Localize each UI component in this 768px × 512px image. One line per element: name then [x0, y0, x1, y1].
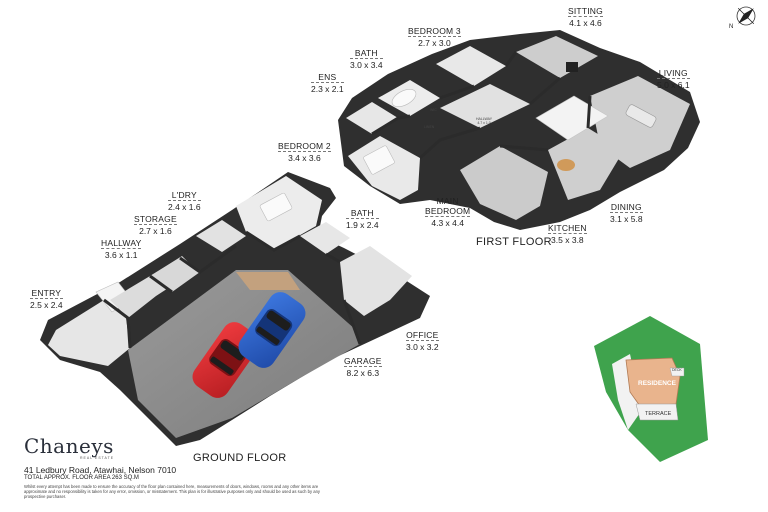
main-bedroom-bed — [363, 145, 395, 175]
label-wic: WIC — [430, 108, 437, 112]
label-kitchen: KITCHEN 3.5 x 3.8 — [548, 223, 587, 245]
total-floor-area: TOTAL APPROX. FLOOR AREA 263 SQ.M — [24, 475, 139, 481]
label-dining-name: DINING — [610, 202, 642, 212]
label-office-name: OFFICE — [406, 330, 439, 340]
label-bath-ground-dim: 1.9 x 2.4 — [346, 218, 379, 230]
label-living-dim: 5.0 x 6.1 — [657, 78, 690, 90]
label-hallway: HALLWAY 3.6 x 1.1 — [101, 238, 142, 260]
label-storage-dim: 2.7 x 1.6 — [134, 224, 177, 236]
label-entry-dim: 2.5 x 2.4 — [30, 298, 63, 310]
label-ens-name: ENS — [318, 72, 337, 82]
label-bath-first: BATH 3.0 x 3.4 — [350, 48, 383, 70]
compass-icon — [736, 6, 756, 26]
label-main-bedroom-name1: MAIN — [436, 196, 459, 206]
label-sitting-name: SITTING — [568, 6, 603, 16]
label-garage-dim: 8.2 x 6.3 — [344, 366, 382, 378]
label-main-bedroom-dim: 4.3 x 4.4 — [425, 216, 471, 228]
site-residence-label: RESIDENCE — [638, 380, 676, 387]
label-bedroom2-name: BEDROOM 2 — [278, 141, 331, 151]
brand-logo: Chaneys — [24, 434, 114, 458]
label-entry-name: ENTRY — [31, 288, 62, 298]
label-living: LIVING 5.0 x 6.1 — [657, 68, 690, 90]
laundry-floor — [196, 220, 246, 252]
ground-floor-plan — [40, 172, 430, 446]
site-plan — [594, 316, 708, 462]
label-linen-name: LINEN — [424, 125, 435, 129]
sitting-chair — [566, 62, 578, 72]
label-living-name: LIVING — [658, 68, 688, 78]
property-address: 41 Ledbury Road, Atawhai, Nelson 7010 — [24, 465, 177, 475]
label-storage: STORAGE 2.7 x 1.6 — [134, 214, 177, 236]
label-kitchen-name: KITCHEN — [548, 223, 587, 233]
ground-floor-partitions — [103, 230, 362, 349]
garage-shelving — [236, 272, 300, 290]
hallway-first-floor — [440, 84, 530, 128]
label-bath-first-name: BATH — [354, 48, 378, 58]
label-hallway-first-dim: 4.7 x 1.0 — [477, 121, 491, 125]
label-main-bedroom-name2: BEDROOM — [425, 206, 471, 216]
label-bedroom2-dim: 3.4 x 3.6 — [278, 151, 331, 163]
label-garage-name: GARAGE — [344, 356, 382, 366]
site-driveway — [612, 354, 642, 430]
label-linen: LINEN — [424, 125, 434, 129]
label-laundry-name: L'DRY — [171, 190, 197, 200]
living-sofa — [625, 104, 657, 128]
site-deck-label: DECK — [672, 368, 682, 372]
label-sitting-dim: 4.1 x 4.6 — [568, 16, 603, 28]
bath-ground-floor — [300, 222, 350, 254]
label-main-bedroom: MAIN BEDROOM 4.3 x 4.4 — [425, 196, 471, 228]
site-terrace — [635, 403, 679, 421]
label-hallway-first-name: HALLWAY — [476, 117, 493, 121]
label-sitting: SITTING 4.1 x 4.6 — [568, 6, 603, 28]
bedroom2-bed — [259, 192, 293, 222]
office-floor — [340, 246, 412, 316]
label-bedroom3: BEDROOM 3 2.7 x 3.0 — [408, 26, 461, 48]
bath-tub — [391, 89, 417, 107]
entry-floor — [48, 300, 130, 366]
first-floor-plan — [338, 30, 700, 230]
label-bedroom3-dim: 2.7 x 3.0 — [408, 36, 461, 48]
label-office: OFFICE 3.0 x 3.2 — [406, 330, 439, 352]
compass-label: N — [729, 24, 734, 30]
site-deck — [669, 367, 685, 377]
first-floor-title: FIRST FLOOR — [476, 236, 552, 248]
label-dining: DINING 3.1 x 5.8 — [610, 202, 643, 224]
label-dining-dim: 3.1 x 5.8 — [610, 212, 643, 224]
label-kitchen-dim: 3.5 x 3.8 — [548, 233, 587, 245]
label-laundry: L'DRY 2.4 x 1.6 — [168, 190, 201, 212]
site-terrace-label: TERRACE — [645, 411, 672, 417]
label-storage-name: STORAGE — [134, 214, 177, 224]
dining-table — [557, 159, 575, 171]
label-ens: ENS 2.3 x 2.1 — [311, 72, 344, 94]
brand-tagline: REAL ESTATE — [80, 456, 115, 460]
kitchen-floor — [460, 146, 548, 220]
label-laundry-dim: 2.4 x 1.6 — [168, 200, 201, 212]
blue-car-icon — [238, 292, 306, 368]
label-hallway-name: HALLWAY — [101, 238, 142, 248]
label-bath-ground: BATH 1.9 x 2.4 — [346, 208, 379, 230]
label-hallway-first: HALLWAY 4.7 x 1.0 — [476, 117, 492, 125]
label-wic-name: WIC — [430, 108, 437, 112]
label-ens-dim: 2.3 x 2.1 — [311, 82, 344, 94]
first-floor-partitions — [371, 51, 592, 160]
label-bedroom3-name: BEDROOM 3 — [408, 26, 461, 36]
label-bath-first-dim: 3.0 x 3.4 — [350, 58, 383, 70]
ground-floor-title: GROUND FLOOR — [193, 452, 287, 464]
bedroom3-floor — [436, 46, 506, 86]
label-office-dim: 3.0 x 3.2 — [406, 340, 439, 352]
first-floor-outer-walls — [338, 30, 700, 230]
label-entry: ENTRY 2.5 x 2.4 — [30, 288, 63, 310]
label-hallway-dim: 3.6 x 1.1 — [101, 248, 142, 260]
label-garage: GARAGE 8.2 x 6.3 — [344, 356, 382, 378]
label-bedroom2: BEDROOM 2 3.4 x 3.6 — [278, 141, 331, 163]
disclaimer-text: Whilst every attempt has been made to en… — [24, 484, 320, 500]
label-bath-ground-name: BATH — [350, 208, 374, 218]
